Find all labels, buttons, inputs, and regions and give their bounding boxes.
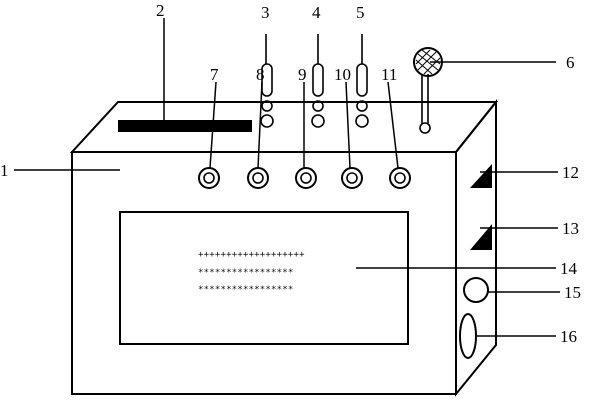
knob-crosshatch <box>415 49 441 75</box>
label-4: 4 <box>312 3 321 22</box>
label-9: 9 <box>298 65 307 84</box>
label-1: 1 <box>0 161 9 180</box>
label-12: 12 <box>562 163 579 182</box>
front-knob-7 <box>198 167 220 189</box>
label-2: 2 <box>156 1 165 20</box>
top-slot <box>118 120 252 132</box>
label-11: 11 <box>381 65 397 84</box>
label-13: 13 <box>562 219 579 238</box>
side-port-15 <box>463 277 489 303</box>
toggle-switch-3 <box>260 34 274 128</box>
label-8: 8 <box>256 65 265 84</box>
front-knob-10 <box>341 167 363 189</box>
label-3: 3 <box>261 3 270 22</box>
leader-lines <box>14 18 560 337</box>
side-face <box>455 99 497 397</box>
label-10: 10 <box>334 65 351 84</box>
side-slot-16 <box>459 313 477 359</box>
display-row-2: ***************** <box>198 268 294 278</box>
toggle-switch-4 <box>311 34 325 128</box>
label-6: 6 <box>566 53 575 72</box>
front-knob-11 <box>389 167 411 189</box>
front-knob-9 <box>295 167 317 189</box>
label-16: 16 <box>560 327 577 346</box>
display-row-3: ***************** <box>198 285 294 295</box>
antenna-knob <box>413 47 443 134</box>
device-body <box>69 99 499 397</box>
label-7: 7 <box>210 65 219 84</box>
side-indicator-12 <box>470 164 492 188</box>
display-screen <box>119 211 409 345</box>
toggle-switch-5 <box>355 34 369 128</box>
display-row-1: +++++++++++++++++++ <box>198 250 305 260</box>
label-5: 5 <box>356 3 365 22</box>
label-14: 14 <box>560 259 578 278</box>
side-indicator-13 <box>470 224 492 250</box>
label-15: 15 <box>564 283 581 302</box>
front-knob-8 <box>247 167 269 189</box>
